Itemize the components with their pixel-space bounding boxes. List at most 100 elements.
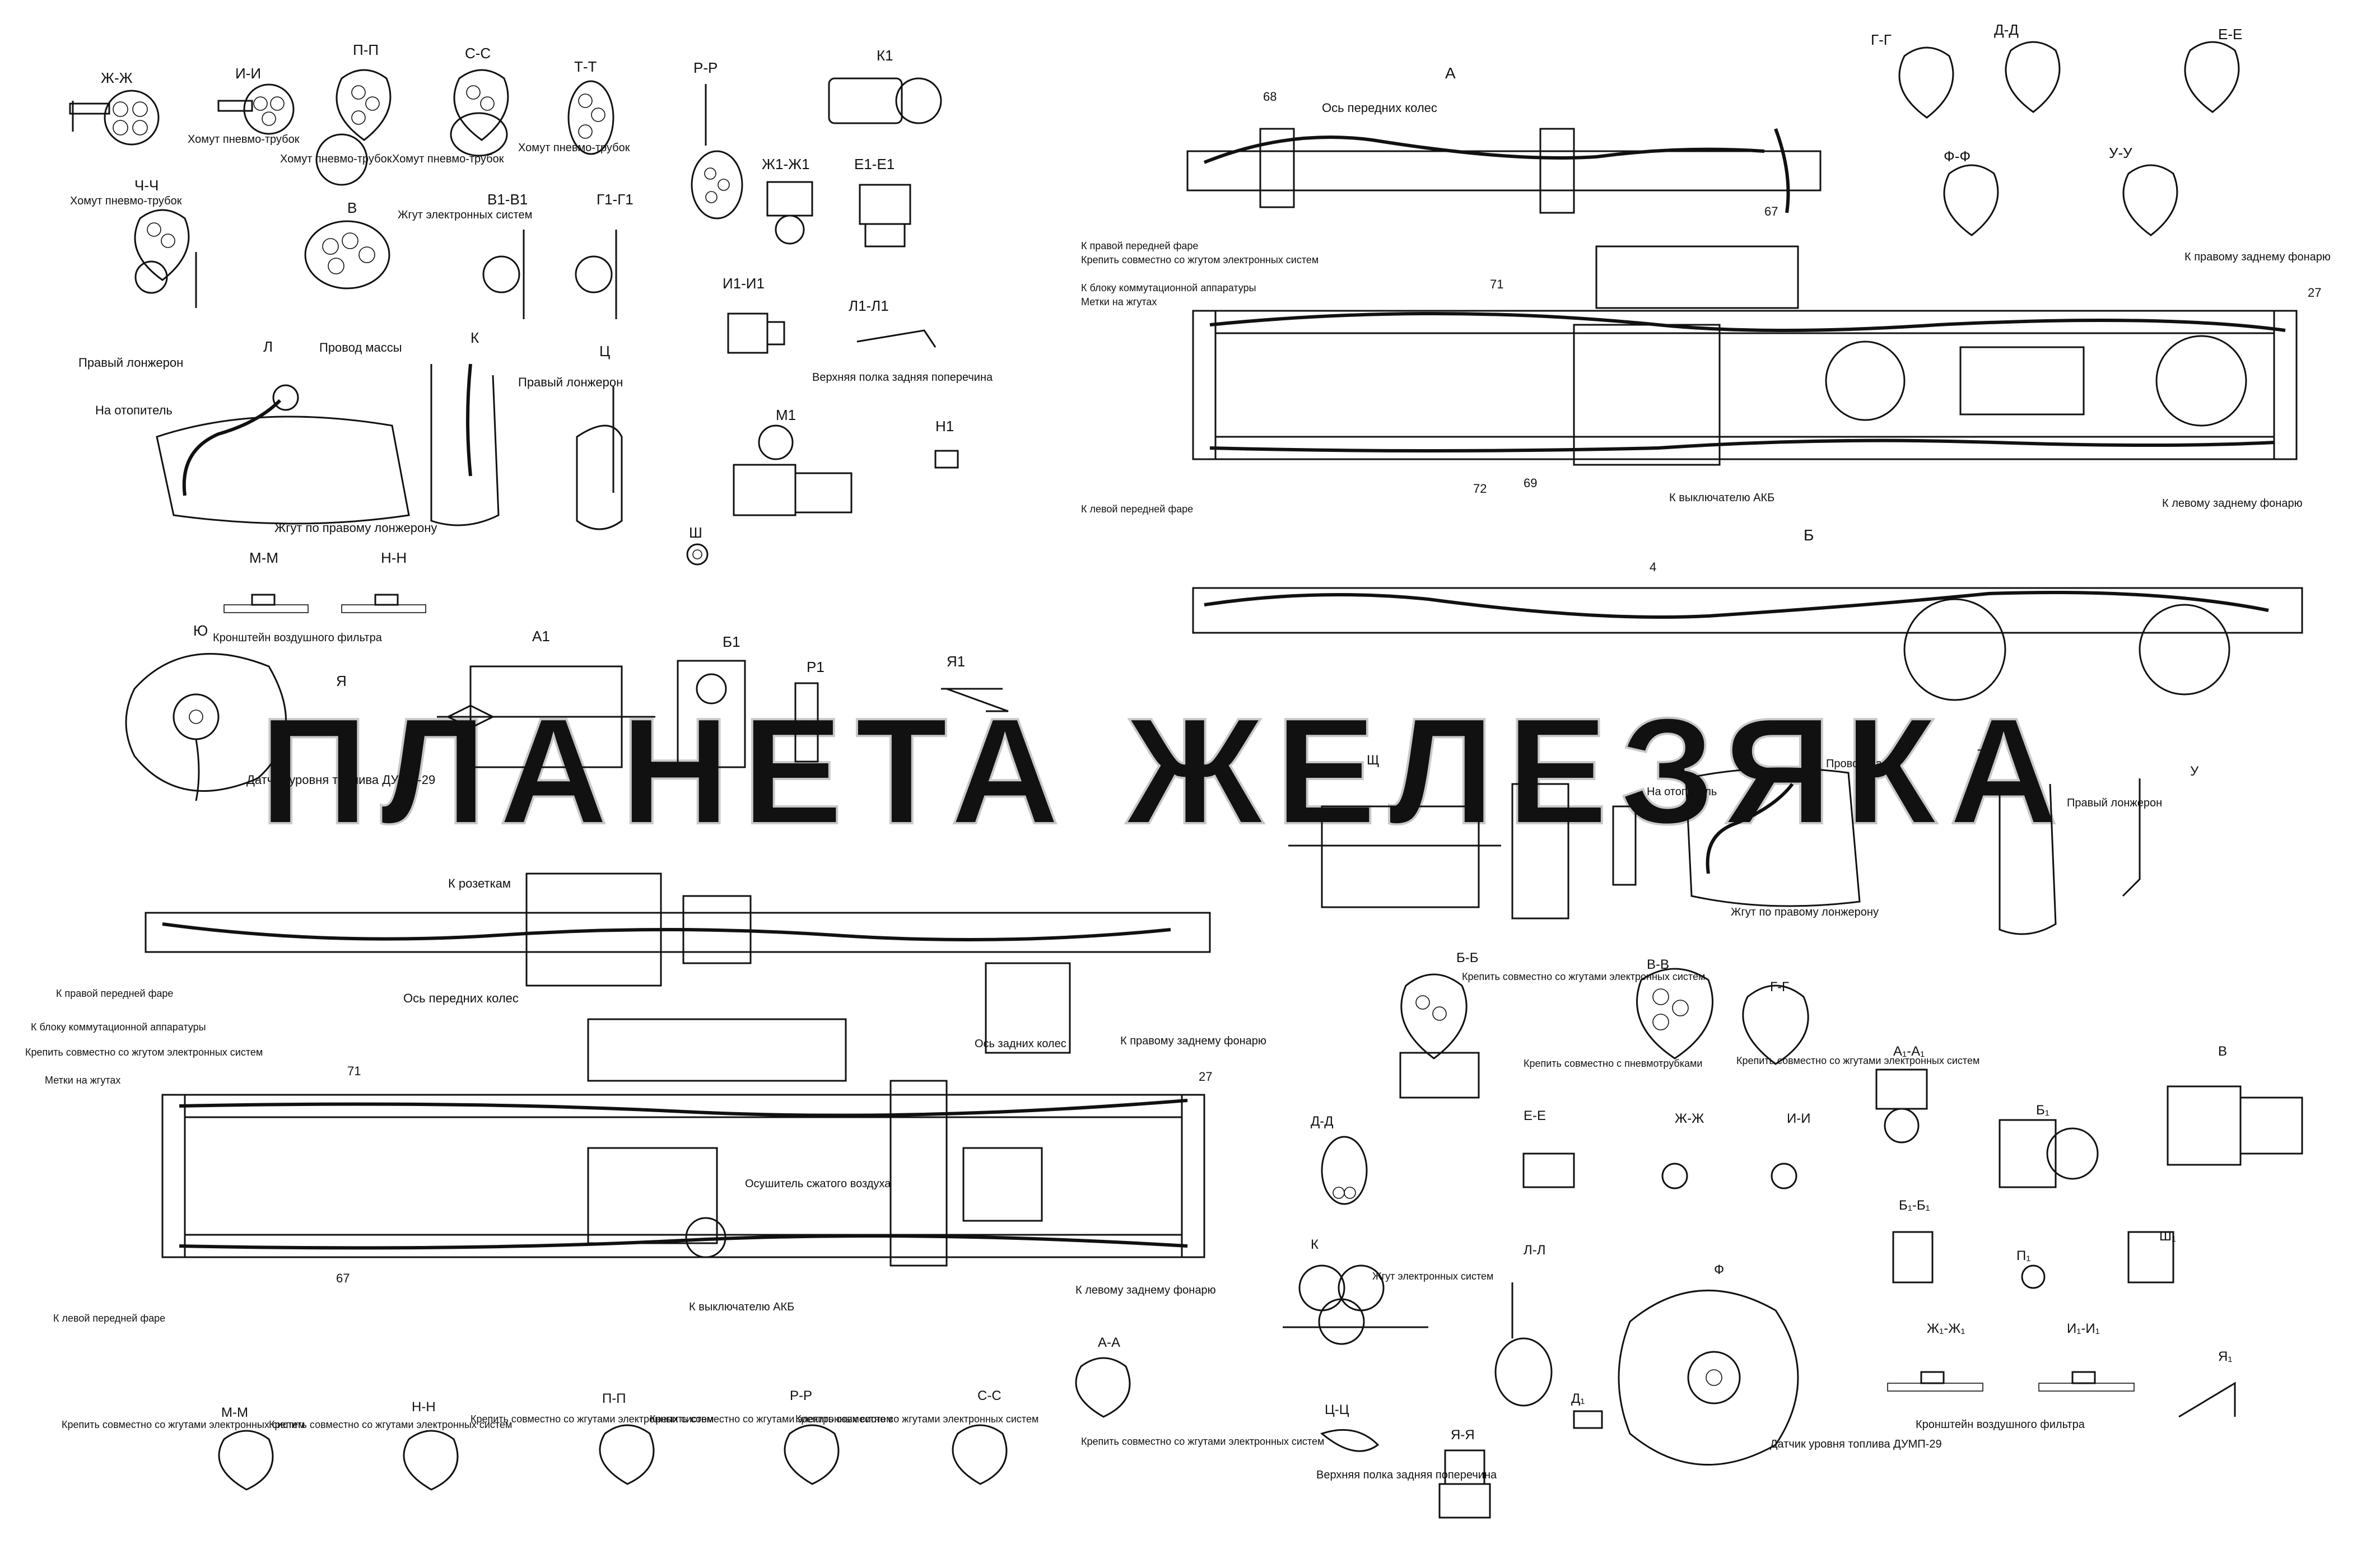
label-right-headlight: К правой передней фаре [1081, 240, 1198, 251]
label-battery-switch: К выключателю АКБ [1669, 492, 1774, 504]
label-marks: Метки на жгутах [1081, 296, 1157, 307]
bottom-left-clamps: М-М Н-Н П-П Р-Р С-С А-А Крепить совместн… [62, 1335, 1324, 1491]
section-title: Я-Я [1451, 1427, 1475, 1443]
section-title: Н-Н [412, 1399, 436, 1415]
section-title: Ж₁-Ж₁ [1927, 1321, 1965, 1336]
detail-u: Правый лонжерон [2067, 778, 2162, 897]
side-view-lower: К розеткам Ось передних колес [145, 872, 1211, 1054]
section-title: И-И [235, 65, 261, 82]
label-ground-wire-2: Провод массы [1826, 758, 1901, 770]
label-to-heater: На отопитель [95, 403, 173, 417]
connector-k1 [828, 77, 942, 124]
label-right-spar-2: Правый лонжерон [518, 375, 623, 389]
section-title: Е1-Е1 [854, 156, 895, 172]
section-title: Р-Р [693, 59, 718, 76]
section-title: А [1445, 64, 1456, 82]
detail-e-zh: На отопитель Провод массы Жгут по правом… [1647, 758, 1901, 918]
section-title: Ф [1714, 1262, 1724, 1277]
bottom-right-details: Б-Б В-В Г-Г Д-Д Е-Е Ж-Ж И-И К Л-Л Ф Ц-Ц … [1283, 747, 2303, 1519]
clamp-zh-zh [69, 90, 160, 146]
section-title: Б₁-Б₁ [1899, 1198, 1930, 1213]
side-view-a: Ось передних колес [1186, 101, 1822, 214]
section-title: А₁-А₁ [1893, 1044, 1925, 1059]
section-title: В [347, 199, 357, 216]
callout-number: 27 [1199, 1070, 1212, 1084]
section-title: Ю [193, 622, 208, 639]
section-title: Б₁ [2036, 1103, 2049, 1118]
section-title: Ф-Ф [1944, 148, 1971, 165]
section-title: И₁-И₁ [2067, 1321, 2100, 1336]
section-title: И-И [1787, 1111, 1811, 1126]
connectors-right [1875, 1068, 2303, 1289]
label-hose-clamp: Хомут пневмо-трубок [280, 153, 392, 165]
section-title: У [2190, 764, 2199, 779]
section-title: Т-Т [574, 58, 597, 75]
callout-number: 27 [2308, 286, 2321, 300]
label-fix-harnesses: Крепить совместно со жгутами электронных… [62, 1419, 305, 1430]
label-rear-axle: Ось задних колес [975, 1038, 1066, 1050]
clamp-t-t: Хомут пневмо-трубок [518, 80, 630, 155]
section-title: А-А [1098, 1335, 1120, 1350]
label-hose-clamp: Хомут пневмо-трубок [392, 153, 504, 165]
section-title: С-С [465, 45, 491, 62]
label-fix-harnesses: Крепить совместно со жгутами электронных… [269, 1419, 512, 1430]
label-upper-shelf: Верхняя полка задняя поперечина [812, 371, 993, 384]
label-fix-harnesses: Крепить совместно со жгутами электронных… [471, 1413, 714, 1425]
label-upper-shelf-2: Верхняя полка задняя поперечина [1316, 1469, 1497, 1481]
section-title: Я₁ [2218, 1349, 2232, 1364]
connector-m1 [733, 424, 853, 516]
section-title: М-М [221, 1405, 248, 1420]
view-a1 [437, 660, 1009, 768]
section-title: Щ [1367, 753, 1380, 768]
label-right-spar-3: Правый лонжерон [2067, 797, 2162, 809]
section-title: А1 [532, 628, 550, 645]
label-left-rear: К левому заднему фонарю [2162, 497, 2303, 510]
section-title: У-У [2109, 144, 2132, 161]
label-switch-unit: К блоку коммутационной аппаратуры [1081, 282, 1256, 293]
bottom-left-frame: К розеткам Ось передних колес К правой п… [25, 872, 1324, 1491]
section-mm-nn: Кронштейн воздушного фильтра [213, 594, 426, 644]
section-title: Д-Д [1311, 1114, 1334, 1129]
callout-number: 69 [1524, 476, 1537, 490]
section-title: П-П [353, 41, 379, 58]
section-title: Р1 [807, 659, 825, 675]
view-k: Правый лонжерон [430, 363, 623, 526]
fuel-sensor-f: Датчик уровня топлива ДУМП-29 [1618, 1289, 1942, 1466]
clamp-dd-ii [1321, 1136, 1797, 1205]
connector-zh1 [766, 181, 813, 245]
section-title: М1 [776, 407, 796, 423]
label-right-headlight-2: К правой передней фаре [56, 988, 173, 999]
detail-shch [1288, 783, 1637, 920]
label-marks-2: Метки на жгутах [45, 1075, 120, 1086]
label-front-axle: Ось передних колес [1322, 101, 1437, 115]
section-title: Ц [599, 343, 610, 360]
section-title: Д-Д [1994, 21, 2019, 38]
label-right-rear: К правому заднему фонарю [2184, 251, 2331, 263]
section-title: Е-Е [2218, 26, 2242, 43]
label-front-axle-2: Ось передних колес [403, 991, 519, 1005]
section-title: Я [336, 673, 347, 689]
section-title: С-С [977, 1388, 1002, 1403]
label-air-filter-bracket: Кронштейн воздушного фильтра [213, 632, 383, 644]
clamp-r-r [691, 84, 743, 220]
section-title: Ш [689, 524, 702, 541]
connector-i1 [727, 312, 785, 354]
detail-ts-ya: Верхняя полка задняя поперечина [1316, 1410, 1603, 1519]
grommet-sh [686, 543, 709, 566]
label-fix-harness-2: Крепить совместно со жгутом электронных … [25, 1047, 263, 1058]
detail-t [1999, 783, 2057, 935]
callout-number: 68 [1263, 90, 1277, 104]
clamp-p-p: Хомут пневмо-трубок [280, 69, 392, 186]
section-title: Б [1804, 526, 1814, 544]
label-fix-harnesses: Крепить совместно со жгутами электронных… [650, 1413, 893, 1425]
section-title: Ж-Ж [101, 69, 133, 86]
label-fix-harnesses-br2: Крепить совместно со жгутами электронных… [1736, 1055, 1979, 1066]
label-hose-clamp: Хомут пневмо-трубок [70, 195, 182, 207]
callout-number: 4 [1650, 560, 1656, 574]
side-view-b [1192, 587, 2303, 701]
label-air-dryer: Осушитель сжатого воздуха [745, 1178, 891, 1190]
label-ground-wire: Провод массы [319, 340, 402, 354]
section-title: Ж-Ж [1675, 1111, 1704, 1126]
label-harness-right-spar-2: Жгут по правому лонжерону [1731, 906, 1879, 918]
top-right-frame: А Б Ось передних колес К правой передней… [1081, 21, 2331, 701]
